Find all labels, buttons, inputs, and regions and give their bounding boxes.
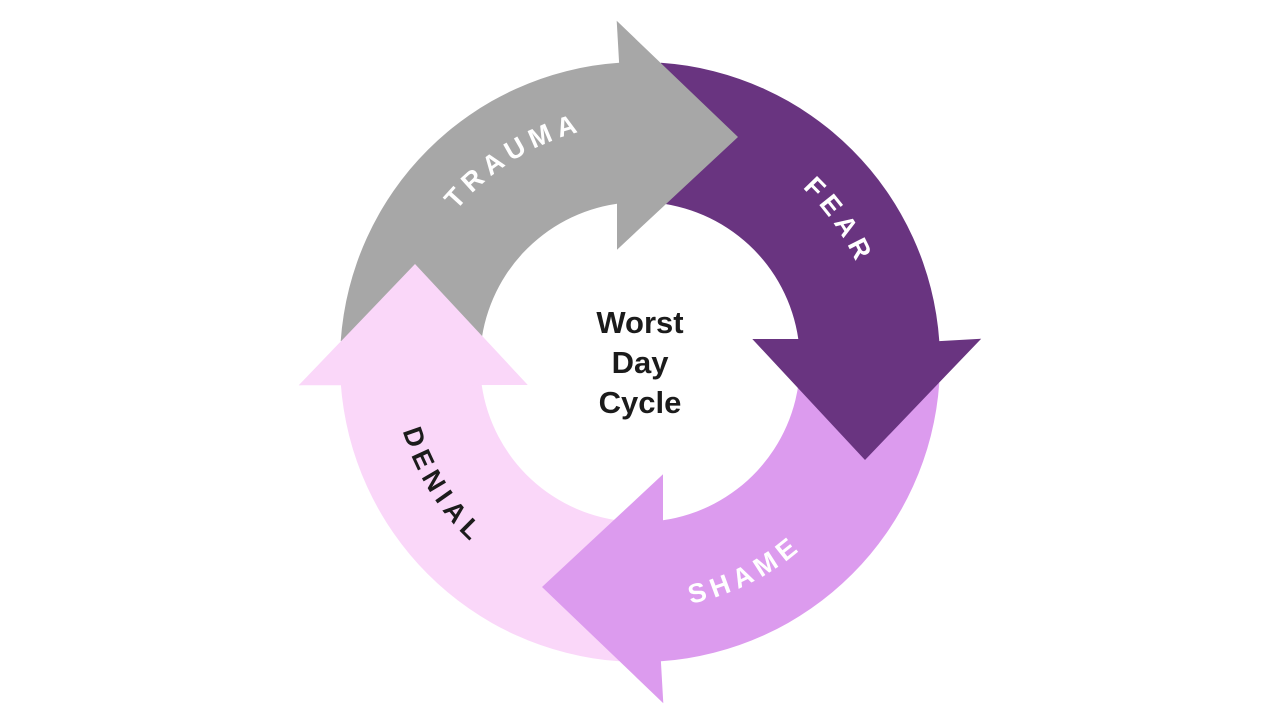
center-text-line-3: Cycle: [599, 385, 682, 420]
center-text-line-1: Worst: [596, 305, 683, 340]
center-text-line-2: Day: [612, 345, 670, 380]
